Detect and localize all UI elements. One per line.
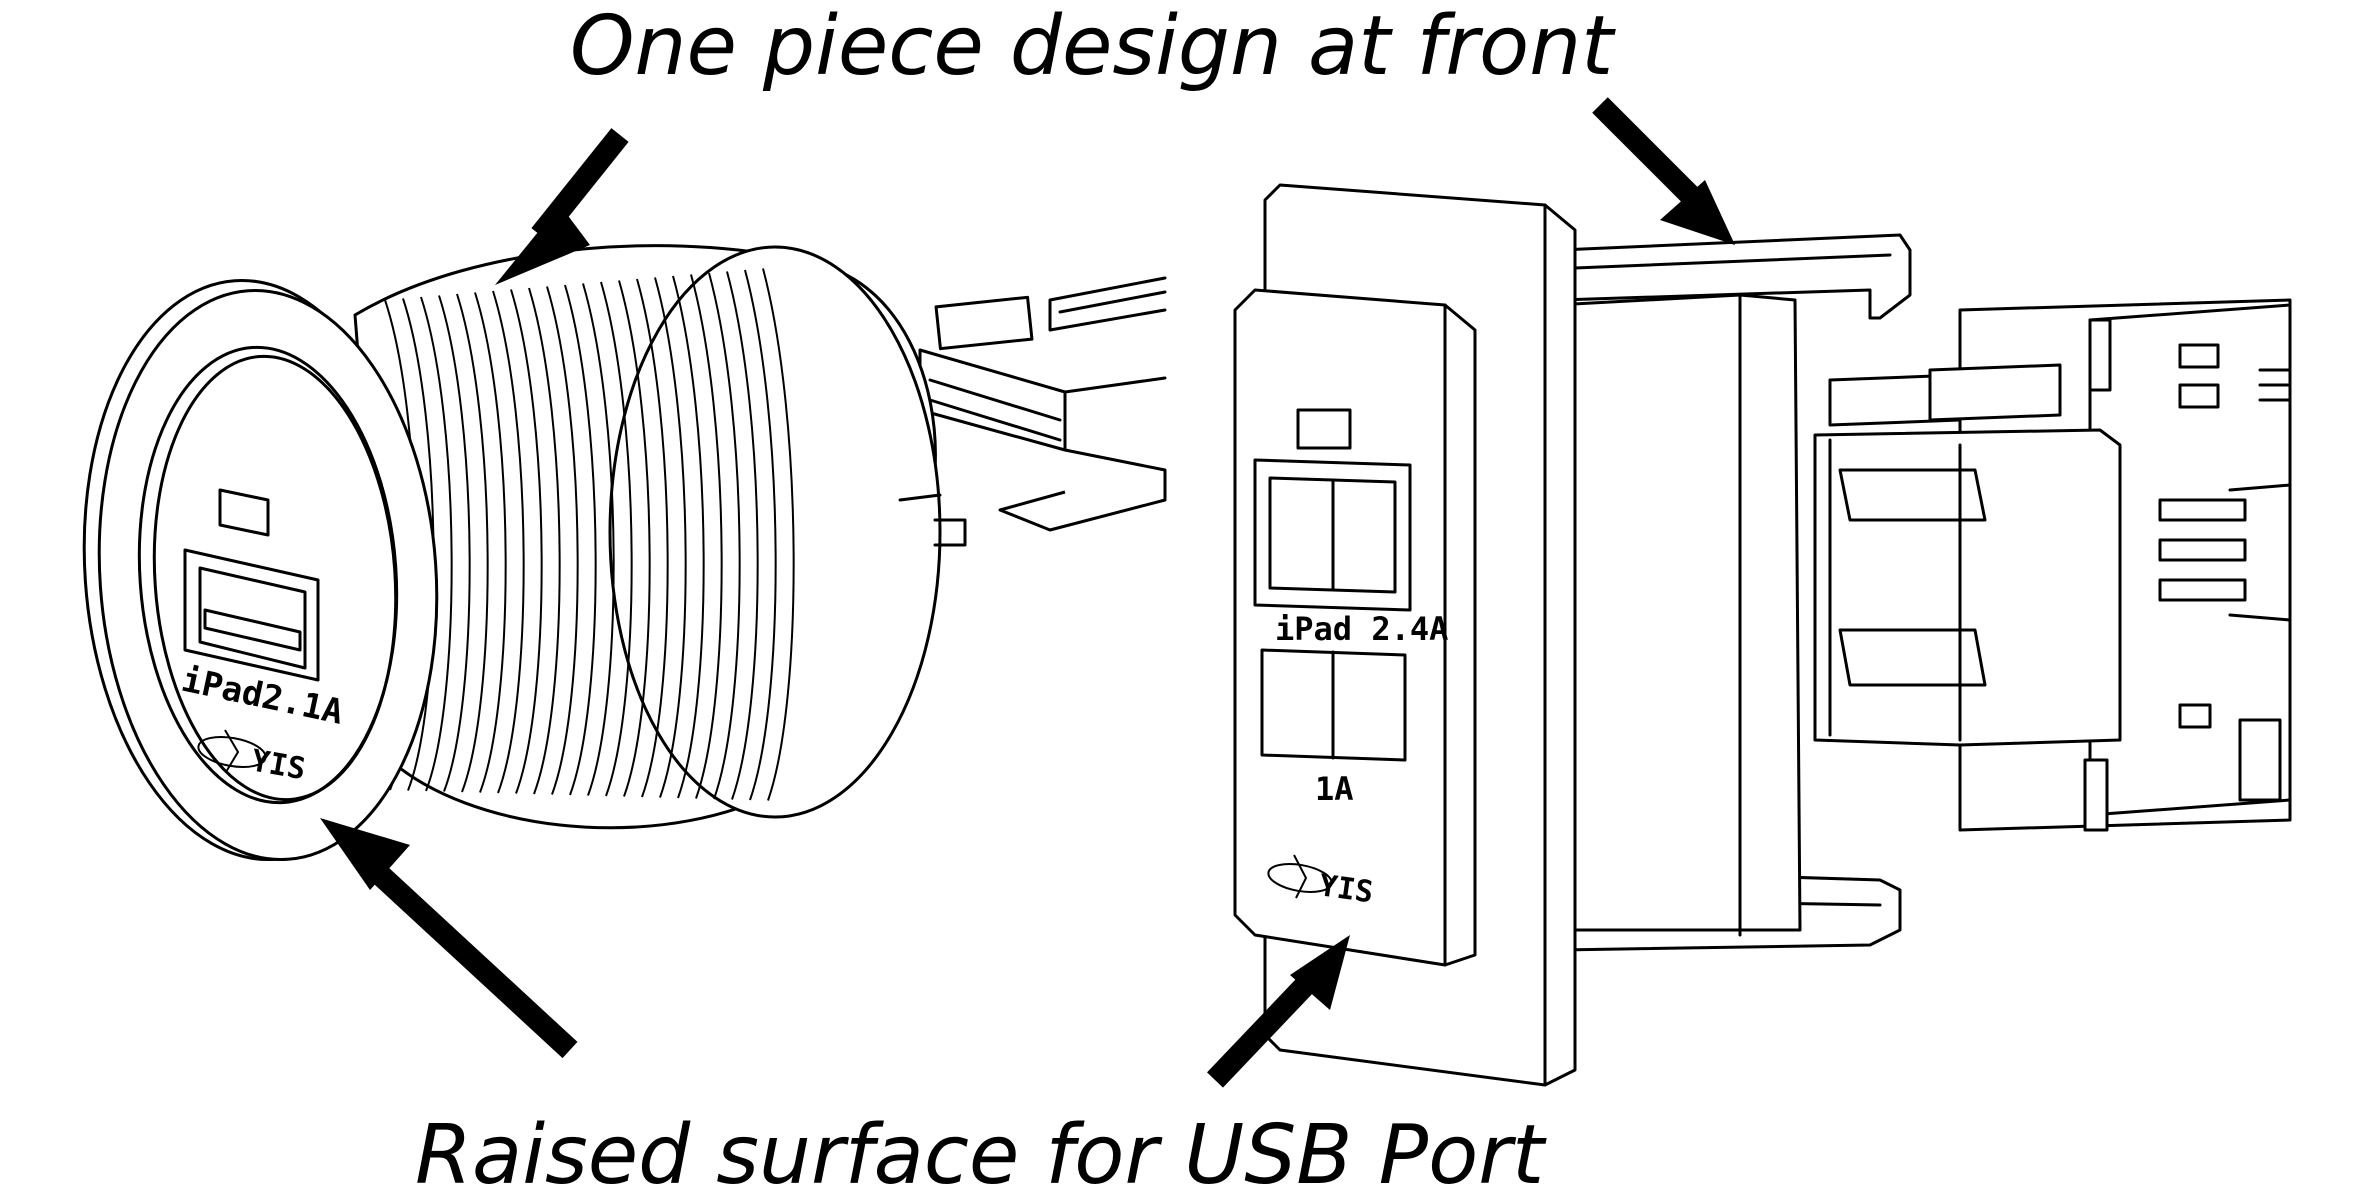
- barrel-thread-line: [474, 292, 507, 793]
- pcb-usb-blocks: [1813, 363, 2122, 747]
- caption-one-piece-design: One piece design at front: [570, 0, 1614, 94]
- led-indicator: [218, 488, 270, 537]
- round-brand-logo: YIS: [197, 729, 308, 787]
- barrel-thread-line: [762, 268, 795, 801]
- round-usb-socket: iPad2.1A YIS: [82, 244, 1167, 862]
- barrel-thread-line: [726, 271, 759, 800]
- arrow-raised-right: [1207, 935, 1350, 1088]
- rocker-port2-label: 1A: [1315, 770, 1354, 808]
- barrel-thread-line: [672, 275, 705, 799]
- usb-port-1: [1253, 458, 1412, 612]
- arrow-raised-left: [320, 818, 578, 1059]
- barrel-thread-line: [744, 269, 777, 801]
- arrow-one-piece-right: [1592, 97, 1735, 245]
- barrel-threads: [384, 268, 795, 801]
- barrel-thread-line: [528, 287, 561, 795]
- barrel-thread-line: [438, 295, 471, 792]
- barrel-thread-line: [600, 281, 633, 797]
- arrow-one-piece-left: [495, 128, 629, 285]
- rocker-brand-text: YIS: [1317, 868, 1376, 910]
- barrel-thread-line: [420, 296, 453, 792]
- barrel-thread-line: [636, 278, 669, 798]
- round-socket-rear-connector: [918, 276, 1167, 532]
- barrel-thread-line: [690, 274, 723, 799]
- led-indicator-rocker: [1296, 408, 1352, 450]
- barrel-thread-line: [582, 283, 615, 796]
- barrel-thread-line: [564, 284, 597, 796]
- usb-port-2: [1260, 648, 1407, 762]
- caption-raised-surface: Raised surface for USB Port: [415, 1108, 1545, 1203]
- rocker-usb-socket: iPad 2.4A 1A YIS: [1233, 183, 2292, 1087]
- threaded-barrel: [353, 244, 967, 830]
- barrel-thread-line: [654, 277, 687, 798]
- rocker-port1-label: iPad 2.4A: [1275, 610, 1448, 648]
- barrel-thread-line: [492, 290, 525, 794]
- barrel-thread-line: [618, 280, 651, 797]
- barrel-thread-line: [546, 286, 579, 795]
- usb-port-round: [183, 548, 320, 682]
- rocker-brand-logo: YIS: [1267, 854, 1376, 910]
- rear-housing: [1553, 293, 1802, 932]
- barrel-thread-line: [708, 272, 741, 800]
- barrel-thread-line: [456, 293, 489, 793]
- barrel-thread-line: [510, 289, 543, 794]
